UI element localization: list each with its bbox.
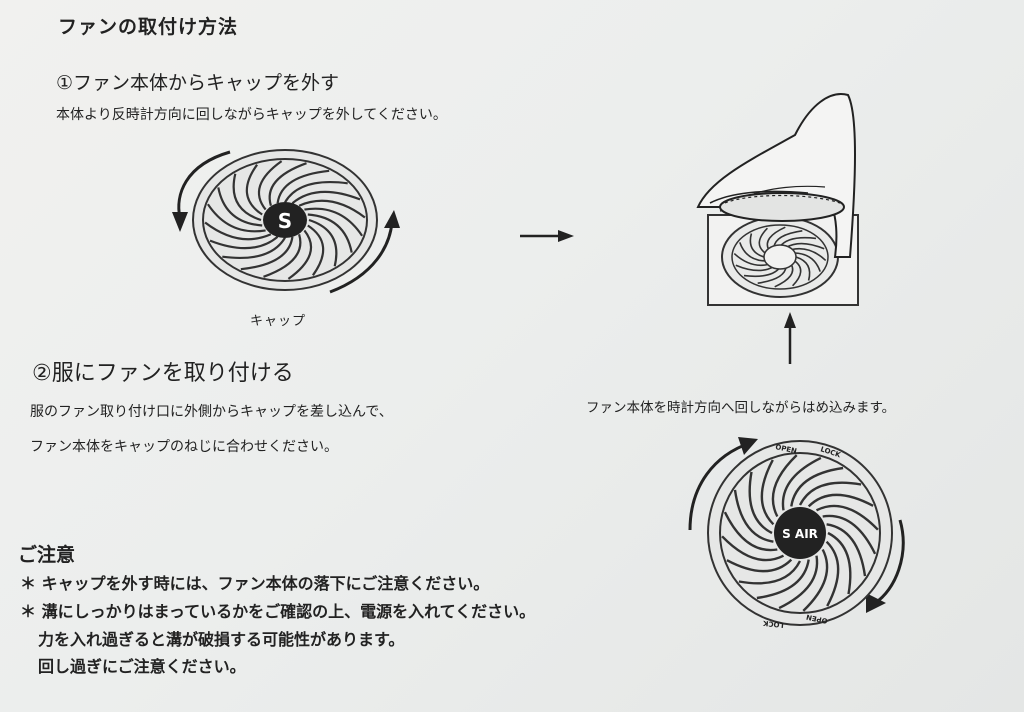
fan-blade bbox=[204, 221, 272, 241]
fan-blade bbox=[749, 233, 765, 258]
fan-blade bbox=[268, 162, 307, 207]
note-item: 力を入れ過ぎると溝が破損する可能性があります。 bbox=[38, 630, 405, 649]
fan-blade bbox=[794, 252, 821, 272]
fan-blade bbox=[721, 535, 785, 562]
fan-blade bbox=[284, 180, 348, 203]
fan-blade bbox=[287, 229, 313, 280]
fan-blade bbox=[771, 454, 798, 518]
fan-blade bbox=[825, 540, 840, 607]
arrow-right-icon bbox=[520, 230, 574, 242]
rotate-arrow-icon bbox=[329, 210, 400, 294]
fan-blade bbox=[217, 187, 263, 227]
fan-blade bbox=[790, 466, 844, 507]
fan-blade bbox=[232, 173, 262, 222]
fan-blade bbox=[756, 559, 810, 600]
notes-heading: ご注意 bbox=[18, 544, 76, 566]
fan-blade bbox=[307, 224, 325, 276]
step1-heading: ①ファン本体からキャップを外す bbox=[56, 72, 340, 94]
fan-blade bbox=[781, 456, 822, 511]
fan-blade bbox=[726, 558, 793, 573]
fan-blade bbox=[733, 489, 774, 543]
cap-label: キャップ bbox=[250, 314, 307, 329]
fan-blade bbox=[778, 555, 819, 610]
fan-body-figure: S AIR OPEN LOCK OPEN LOCK bbox=[688, 437, 905, 629]
fan-blade bbox=[766, 226, 786, 250]
step2-heading: ②服にファンを取り付ける bbox=[32, 361, 294, 386]
fan-blade bbox=[822, 514, 877, 555]
fan-blade bbox=[774, 264, 794, 288]
fan-blade bbox=[257, 160, 283, 211]
fan-blade bbox=[798, 481, 862, 506]
fan-blade bbox=[827, 531, 852, 595]
fan-blade bbox=[815, 504, 879, 531]
fan-blade bbox=[791, 247, 827, 261]
fan-blade bbox=[792, 260, 802, 287]
fan-blade bbox=[739, 242, 766, 262]
fan-blade bbox=[748, 471, 773, 535]
fan-blade bbox=[807, 493, 874, 508]
fan-blade bbox=[738, 560, 802, 585]
fan-blade bbox=[304, 207, 364, 237]
fan-blade bbox=[760, 459, 775, 526]
step2-line2: ファン本体をキャップのねじに合わせください。 bbox=[30, 439, 338, 455]
fan-blade bbox=[307, 213, 353, 253]
rotate-arrow-icon bbox=[866, 519, 905, 613]
fan-blade bbox=[276, 169, 330, 204]
rotate-arrow-icon bbox=[688, 437, 758, 531]
fan-logo: S AIR bbox=[782, 527, 818, 541]
fan-blade bbox=[240, 236, 294, 271]
insert-caption: ファン本体を時計方向へ回しながらはめ込みます。 bbox=[586, 400, 896, 416]
note-item: ＊ 溝にしっかりはまっているかをご確認の上、電源を入れてください。 bbox=[20, 602, 536, 621]
fan-blade bbox=[733, 253, 769, 267]
fan-blade bbox=[206, 203, 266, 233]
fan-blade bbox=[802, 548, 829, 612]
fan-blade bbox=[826, 523, 867, 577]
fan-blade bbox=[245, 164, 263, 216]
ring-lock-label: LOCK bbox=[762, 619, 784, 629]
cap-logo: S bbox=[278, 209, 292, 233]
fan-blade bbox=[758, 227, 768, 254]
fan-blade bbox=[298, 199, 366, 219]
cap-figure: S bbox=[172, 149, 400, 294]
step1-description: 本体より反時計方向に回しながらキャップを外してください。 bbox=[56, 107, 447, 123]
step2-line1: 服のファン取り付け口に外側からキャップを差し込んで、 bbox=[30, 404, 393, 420]
fan-blade bbox=[291, 190, 361, 205]
note-item: 回し過ぎにご注意ください。 bbox=[38, 657, 246, 676]
fan-blade bbox=[723, 511, 778, 552]
fan-blade bbox=[222, 237, 286, 260]
fan-blade bbox=[308, 218, 338, 267]
fan-blade bbox=[795, 256, 811, 281]
rotate-arrow-icon bbox=[172, 150, 231, 232]
page-title: ファンの取付け方法 bbox=[58, 16, 239, 38]
arrow-up-icon bbox=[784, 312, 796, 364]
note-item: ＊ キャップを外す時には、ファン本体の落下にご注意ください。 bbox=[20, 574, 490, 593]
fan-blade bbox=[209, 235, 279, 250]
hand-insert-figure bbox=[696, 93, 859, 306]
fan-blade bbox=[263, 233, 302, 278]
